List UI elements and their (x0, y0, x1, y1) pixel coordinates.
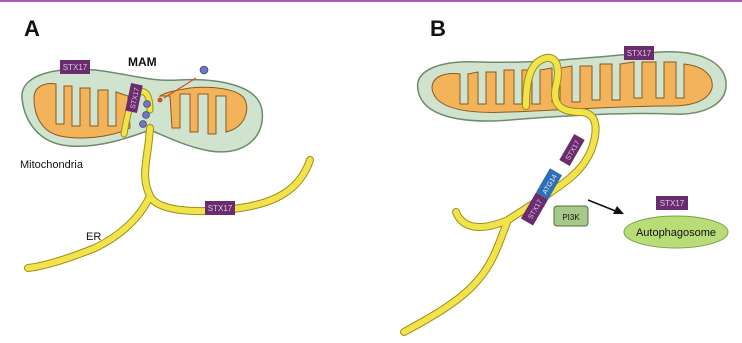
panel-a-cristae-left (34, 84, 130, 138)
svg-text:STX17: STX17 (208, 204, 233, 213)
label-er: ER (86, 231, 101, 243)
panel-a-free-particle (200, 66, 208, 74)
panel-b-pi3k: PI3K (554, 206, 588, 226)
panel-b-arrow-line (588, 200, 618, 212)
panel-a: A STX17 (20, 16, 310, 268)
panel-a-stx17-tag-1: STX17 (60, 60, 90, 74)
panel-b: B STX17 STX17 STX17 ATG14 (404, 16, 728, 332)
panel-b-stx17-tag-mito: STX17 (624, 46, 654, 60)
panel-a-er-tubule (28, 128, 310, 268)
panel-a-stx17-tag-er: STX17 (205, 201, 235, 215)
label-mam: MAM (128, 55, 157, 69)
label-pi3k: PI3K (562, 213, 580, 222)
panel-a-mam-bead (143, 112, 150, 119)
svg-text:STX17: STX17 (627, 49, 652, 58)
label-autophagosome: Autophagosome (636, 227, 716, 239)
panel-a-mam-bead (140, 121, 147, 128)
panel-a-mam-red-dot (158, 98, 163, 103)
panel-a-letter: A (24, 16, 40, 41)
panel-b-stx17-tag-auto: STX17 (656, 196, 688, 210)
svg-text:STX17: STX17 (63, 63, 88, 72)
panel-a-mam-bead (144, 101, 151, 108)
svg-text:STX17: STX17 (660, 199, 685, 208)
label-mitochondria: Mitochondria (20, 159, 84, 171)
panel-b-letter: B (430, 16, 446, 41)
